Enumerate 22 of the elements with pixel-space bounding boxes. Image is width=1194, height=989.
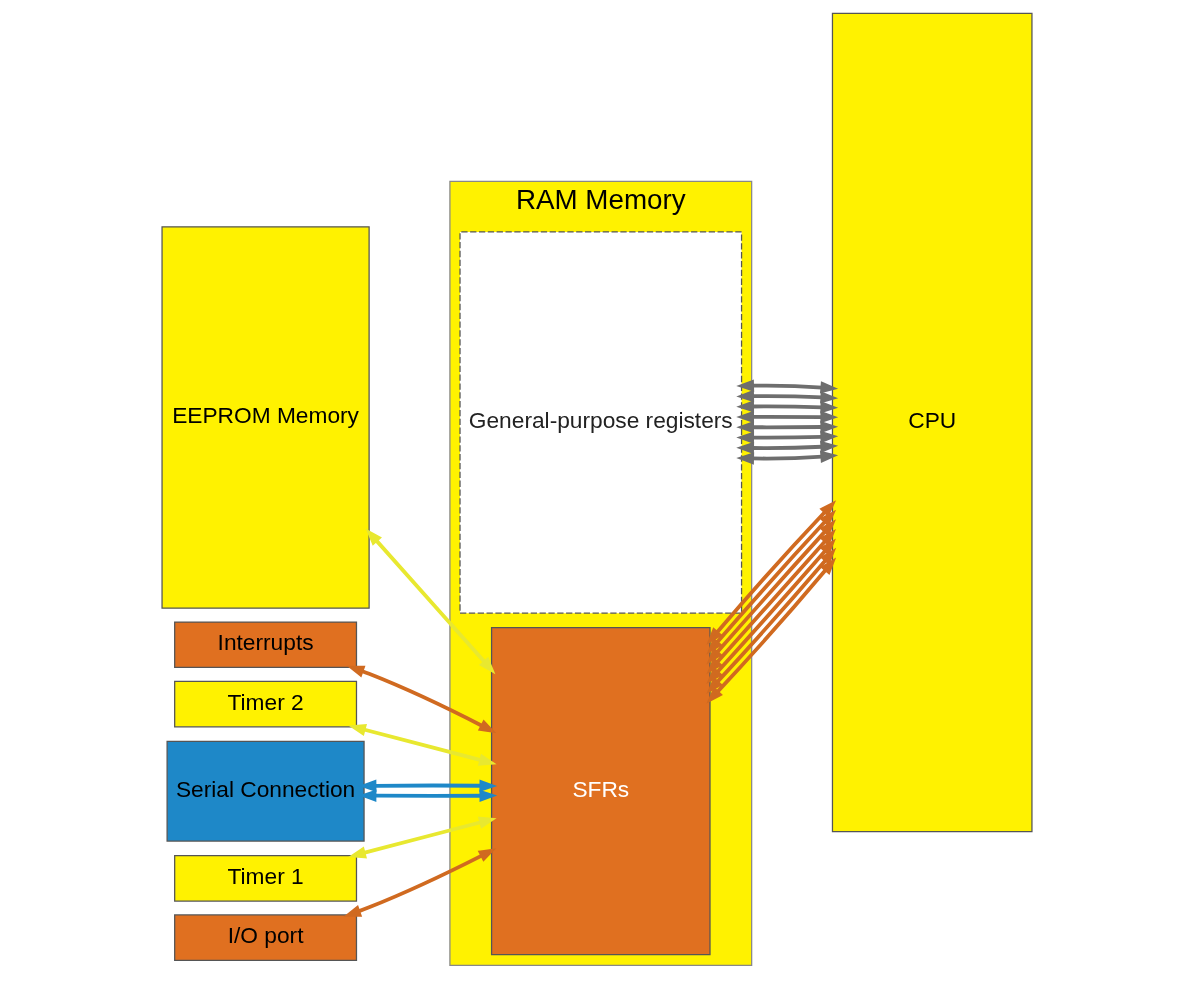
node-box: General-purpose registers xyxy=(459,231,743,614)
node-box: SFRs xyxy=(490,627,711,956)
arrow xyxy=(736,379,839,394)
node-box: Serial Connection xyxy=(166,740,365,842)
arrow xyxy=(736,400,839,414)
arrow xyxy=(346,665,497,734)
node-box: I/O port xyxy=(174,914,358,961)
arrow xyxy=(736,450,839,465)
arrow xyxy=(736,430,839,444)
arrow xyxy=(343,848,497,917)
node-box: Timer 2 xyxy=(174,680,358,728)
node-box: EEPROM Memory xyxy=(161,226,370,609)
arrow xyxy=(736,410,839,424)
arrow xyxy=(348,723,497,766)
arrow xyxy=(365,528,496,675)
arrow xyxy=(736,420,839,434)
arrow xyxy=(736,440,839,455)
node-box: Interrupts xyxy=(174,621,358,669)
node-box: Timer 1 xyxy=(174,854,358,902)
arrow xyxy=(348,816,497,859)
node-box: CPU xyxy=(831,12,1033,833)
arrow xyxy=(736,389,839,404)
